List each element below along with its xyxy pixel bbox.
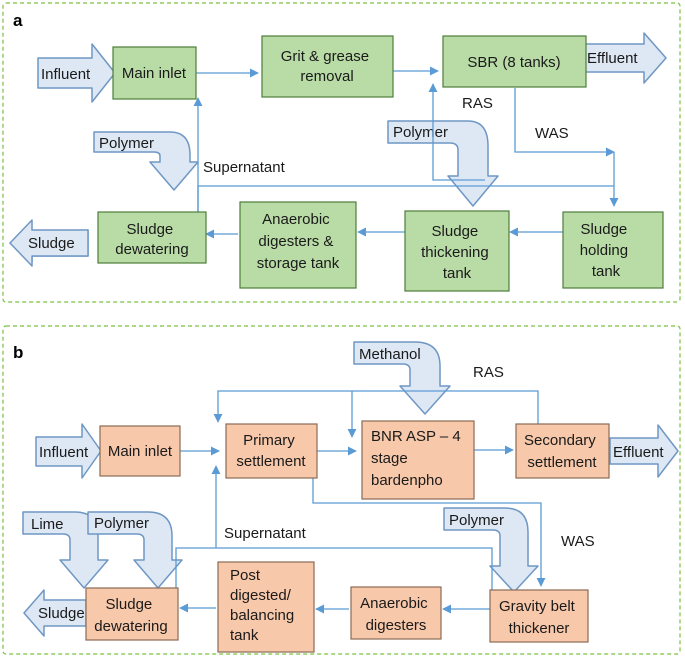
influent-arrow xyxy=(37,43,116,103)
box-secondary-settlement-text: Secondary settlement xyxy=(524,432,600,471)
panel-b-letter: b xyxy=(13,343,23,362)
box-b-main-inlet-text: Main inlet xyxy=(108,443,173,460)
box-secondary-settlement xyxy=(515,423,610,479)
polymer-arrow-1 xyxy=(93,131,199,191)
box-gravity-belt-thickener-text: Gravity belt thickener xyxy=(499,598,579,637)
box-sludge-thickening-text: Sludge thickening tank xyxy=(421,223,493,282)
box-post-digested xyxy=(217,561,315,653)
polymer-label-b-2: Polymer xyxy=(94,515,149,532)
box-b-sludge-dewatering xyxy=(85,587,179,641)
box-sludge-dewatering xyxy=(97,211,207,264)
box-b-anaerobic-digesters-text: Anaerobic digesters xyxy=(360,595,432,634)
influent-label: Influent xyxy=(41,66,91,83)
box-sludge-thickening xyxy=(404,210,510,292)
polymer-arrow-b-2 xyxy=(87,511,183,589)
box-gravity-belt-thickener xyxy=(489,589,589,643)
flow-b-supernatant-line xyxy=(175,547,493,590)
flow-b-ras-return xyxy=(213,390,539,424)
methanol-arrow xyxy=(353,341,451,415)
box-sbr-text: SBR (8 tanks) xyxy=(467,54,560,71)
polymer-label-1: Polymer xyxy=(99,135,154,152)
box-sludge-holding-text: Sludge holding tank xyxy=(580,221,633,280)
effluent-arrow xyxy=(582,32,667,84)
ras-label-b: RAS xyxy=(473,364,504,381)
supernatant-label-a: Supernatant xyxy=(203,159,286,176)
was-label-a: WAS xyxy=(535,125,569,142)
sludge-out-arrow-shape xyxy=(9,219,89,267)
sludge-out-arrow-b xyxy=(23,589,87,637)
panel-b-frame xyxy=(2,325,681,655)
box-b-main-inlet xyxy=(99,425,181,477)
polymer-label-b: Polymer xyxy=(449,512,504,529)
panel-b: b Influent Effluent Sludge Methanol Poly… xyxy=(2,325,681,655)
flow-was-line xyxy=(514,88,615,157)
polymer-label-2: Polymer xyxy=(393,124,448,141)
box-main-inlet xyxy=(112,46,197,100)
box-sbr xyxy=(442,35,587,88)
influent-arrow-b xyxy=(35,423,102,479)
influent-label-b: Influent xyxy=(39,444,89,461)
ras-label-a: RAS xyxy=(462,95,493,112)
lime-label: Lime xyxy=(31,516,64,533)
box-primary-settlement xyxy=(225,423,318,479)
effluent-label: Effluent xyxy=(587,50,638,67)
polymer-arrow-b xyxy=(443,507,539,593)
box-bnr-asp-text: BNR ASP – 4 stage bardenpho xyxy=(371,428,465,489)
sludge-out-label: Sludge xyxy=(28,235,75,252)
box-bnr-asp xyxy=(361,420,475,500)
sludge-out-label-b: Sludge xyxy=(38,605,85,622)
box-sludge-dewatering-text: Sludge dewatering xyxy=(115,221,188,258)
flow-b-was xyxy=(312,478,546,587)
box-b-anaerobic-digesters xyxy=(350,586,442,640)
methanol-label: Methanol xyxy=(359,346,421,363)
effluent-label-b: Effluent xyxy=(613,444,664,461)
was-label-b: WAS xyxy=(561,533,595,550)
flow-ras-return xyxy=(428,83,485,181)
box-sludge-holding xyxy=(562,211,664,289)
panel-a: a Influent Effluent Sludge Polymer Polym… xyxy=(2,2,681,303)
box-post-digested-text: Post digested/ balancing tank xyxy=(230,567,298,644)
panel-a-frame xyxy=(2,2,681,303)
box-primary-settlement-text: Primary settlement xyxy=(236,432,306,470)
box-grit-removal-text: Grit & grease removal xyxy=(281,48,374,85)
box-grit-removal xyxy=(261,35,394,98)
box-anaerobic-digesters xyxy=(239,201,357,289)
supernatant-label-b: Supernatant xyxy=(224,525,307,542)
effluent-arrow-b xyxy=(609,424,679,478)
panel-a-letter: a xyxy=(13,11,23,30)
box-main-inlet-text: Main inlet xyxy=(122,65,187,82)
box-b-sludge-dewatering-text: Sludge dewatering xyxy=(94,596,167,635)
box-anaerobic-digesters-text: Anaerobic digesters & storage tank xyxy=(257,211,340,272)
polymer-arrow-2 xyxy=(387,120,499,207)
